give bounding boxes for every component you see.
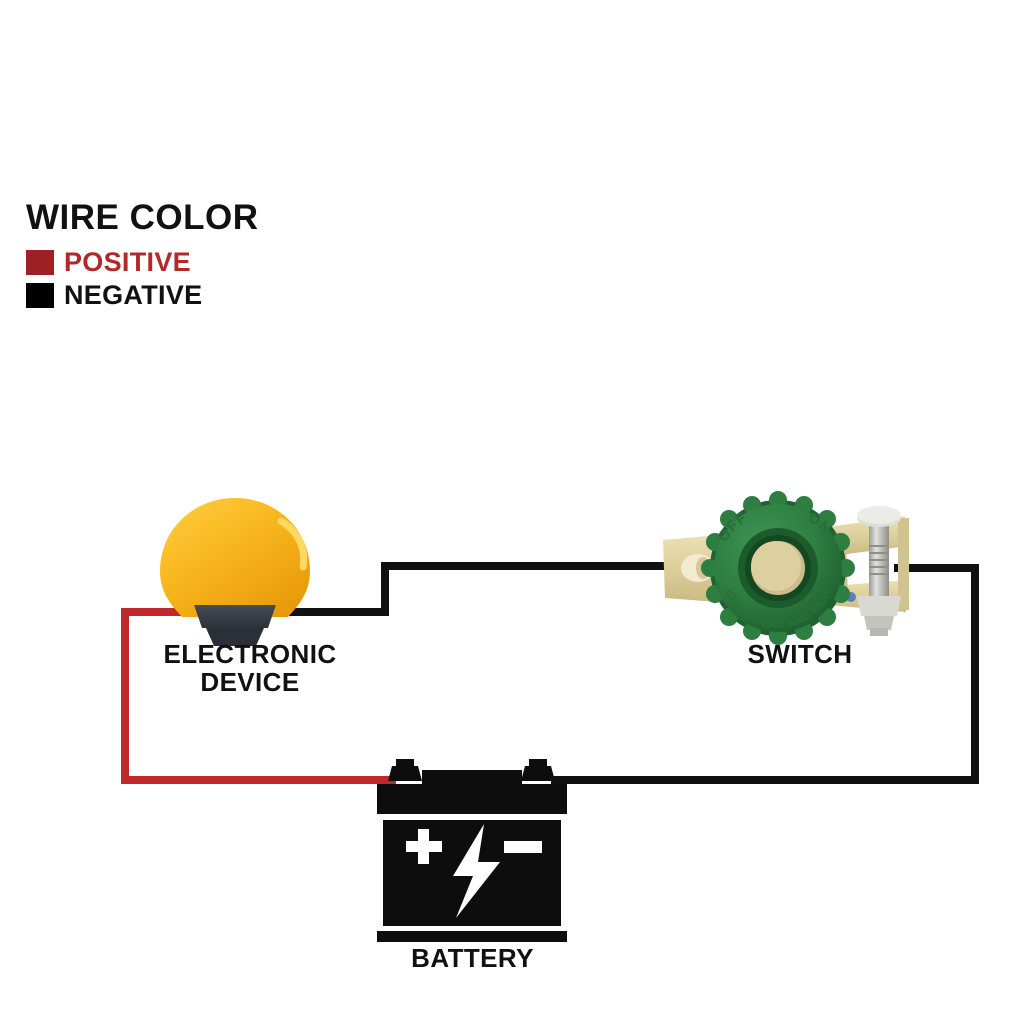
legend-item-negative: NEGATIVE [26, 282, 258, 309]
light-bulb-icon [160, 498, 310, 646]
electronic-device-caption: ELECTRONIC DEVICE [163, 639, 337, 698]
switch-knob[interactable]: OFF ON KEEP CLEAN AND TIGHT [701, 491, 855, 645]
positive-wire [121, 608, 396, 784]
switch-caption: SWITCH [747, 639, 853, 669]
battery-positive-terminal [388, 759, 422, 781]
battery-minus-mark [504, 841, 542, 853]
negative-wire-device-to-switch [248, 562, 694, 616]
legend-title: WIRE COLOR [26, 198, 259, 237]
positive-color-swatch [26, 250, 54, 275]
battery-plus-mark [406, 829, 442, 864]
legend-item-positive: POSITIVE [26, 249, 258, 276]
battery-disconnect-switch-icon: OFF ON KEEP CLEAN AND TIGHT [663, 491, 909, 645]
wire-color-legend: WIRE COLOR POSITIVE NEGATIVE [26, 200, 258, 315]
battery-negative-terminal [521, 759, 555, 781]
battery-caption: BATTERY [411, 943, 534, 973]
negative-wire-switch-to-battery [551, 564, 979, 784]
negative-label: NEGATIVE [64, 280, 203, 310]
lightning-bolt-icon [453, 824, 500, 918]
positive-label: POSITIVE [64, 247, 191, 277]
negative-color-swatch [26, 283, 54, 308]
battery-icon [377, 759, 567, 942]
